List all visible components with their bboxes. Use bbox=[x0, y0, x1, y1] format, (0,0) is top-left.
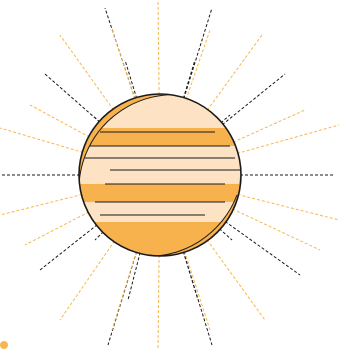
sun-band bbox=[79, 202, 241, 222]
corner-dot bbox=[0, 341, 8, 349]
sun-band bbox=[79, 158, 241, 170]
sun-band bbox=[79, 128, 241, 146]
sun-band bbox=[79, 170, 241, 184]
sun-band bbox=[79, 184, 241, 202]
sun-band bbox=[79, 146, 241, 158]
